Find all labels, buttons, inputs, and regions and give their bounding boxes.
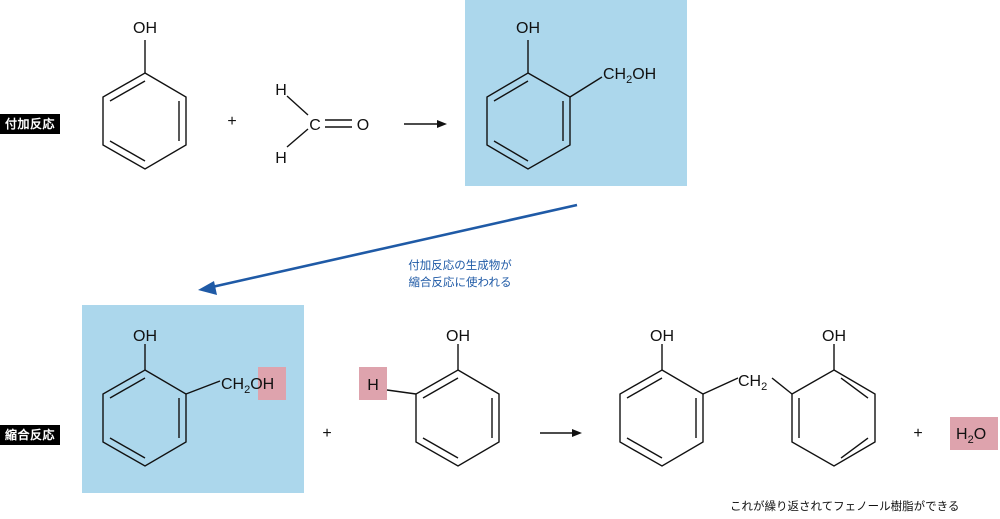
connector-arrow [198, 203, 578, 295]
tag-addition-reaction: 付加反応 [0, 114, 61, 134]
hydrogen-highlight [359, 367, 387, 400]
connector-note-line2: 縮合反応に使われる [408, 275, 512, 289]
phenol-reactant: OH H [367, 328, 500, 467]
phenol-reactant-oh-label: OH [446, 328, 470, 345]
product-left-oh-label: OH [650, 328, 674, 345]
reaction-arrow-2 [540, 429, 582, 437]
formaldehyde-molecule: H H C O [275, 82, 369, 167]
phenol-oh-label: OH [133, 20, 157, 37]
methylene-bridged-product: OH OH CH2 [619, 328, 876, 467]
reactant-oh-label: OH [133, 328, 157, 345]
formaldehyde-o: O [357, 117, 369, 134]
plus-sign: + [322, 425, 331, 442]
reaction-arrow-1 [404, 120, 447, 128]
water-label: H2O [956, 426, 986, 446]
hydroxymethylphenol-reactant: OH CH2OH [102, 328, 274, 467]
hydroxymethylphenol-product: OH CH2OH [486, 20, 656, 170]
hydroxyl-highlight [258, 367, 286, 400]
formaldehyde-c: C [309, 117, 321, 134]
methylene-ch2-label: CH2 [738, 373, 767, 393]
phenol-molecule: OH [102, 20, 187, 170]
phenol-reactant-h-label: H [367, 377, 379, 394]
formaldehyde-h-top: H [275, 82, 287, 99]
plus-sign: + [227, 113, 236, 130]
footer-caption: これが繰り返されてフェノール樹脂ができる [730, 499, 960, 513]
formaldehyde-h-bottom: H [275, 150, 287, 167]
reactant-ch2oh-label: CH2OH [221, 376, 274, 396]
connector-note-line1: 付加反応の生成物が [408, 258, 512, 272]
product-ch2oh-label: CH2OH [603, 66, 656, 86]
water-highlight [950, 417, 998, 450]
product-oh-label: OH [516, 20, 540, 37]
tag-condensation-reaction: 縮合反応 [0, 425, 61, 445]
connector-note: 付加反応の生成物が 縮合反応に使われる [380, 257, 540, 291]
plus-sign: + [913, 425, 922, 442]
product-right-oh-label: OH [822, 328, 846, 345]
